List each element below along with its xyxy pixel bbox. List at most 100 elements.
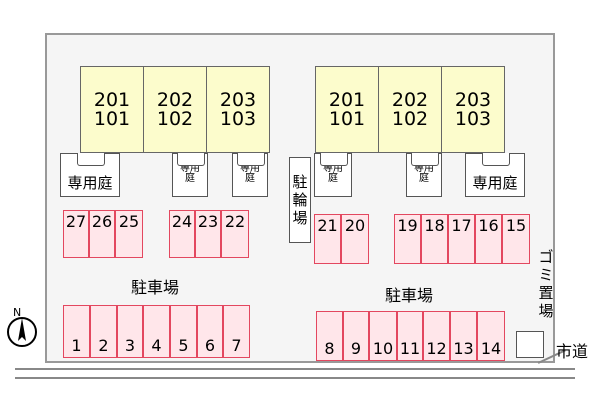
north-label: N bbox=[13, 306, 22, 319]
stall-number: 6 bbox=[204, 336, 216, 355]
private-garden: 専用庭 bbox=[465, 153, 525, 197]
parking-stall: 25 bbox=[115, 210, 143, 258]
private-garden: 専用 庭 bbox=[172, 153, 208, 197]
garden-label: 専用庭 bbox=[67, 174, 113, 192]
private-garden: 専用 庭 bbox=[232, 153, 268, 197]
garbage-area-label: ゴ ミ 置 場 bbox=[536, 248, 556, 320]
stall-number: 24 bbox=[171, 212, 193, 231]
garbage-area-char: ミ bbox=[538, 266, 554, 284]
entrance-notch bbox=[411, 153, 439, 166]
stall-number: 26 bbox=[91, 212, 113, 231]
garden-label: 専用 bbox=[180, 162, 200, 174]
stall-number: 14 bbox=[480, 339, 502, 358]
parking-stall: 18 bbox=[421, 214, 448, 264]
parking-stall: 1 bbox=[63, 305, 90, 358]
stall-number: 20 bbox=[344, 216, 366, 235]
parking-stall: 4 bbox=[143, 305, 170, 358]
parking-stall: 20 bbox=[341, 214, 369, 264]
parking-stall: 26 bbox=[89, 210, 115, 258]
entrance-notch bbox=[237, 153, 265, 166]
parking-stall: 2 bbox=[90, 305, 117, 358]
unit-number: 103 bbox=[454, 107, 492, 130]
road-edge bbox=[15, 368, 575, 370]
bicycle-parking: 駐 輪 場 bbox=[289, 157, 311, 243]
parking-stall: 17 bbox=[448, 214, 475, 264]
garden-label: 庭 bbox=[328, 172, 338, 184]
unit-block: 203 103 bbox=[441, 66, 505, 153]
stall-number: 21 bbox=[317, 216, 338, 235]
parking-stall: 19 bbox=[394, 214, 421, 264]
parking-stall: 21 bbox=[314, 214, 341, 264]
parking-stall: 5 bbox=[170, 305, 197, 358]
unit-number: 102 bbox=[391, 107, 429, 130]
stall-number: 23 bbox=[197, 212, 219, 231]
garbage-area-char: 場 bbox=[538, 302, 554, 320]
parking-stall: 27 bbox=[63, 210, 89, 258]
unit-number: 103 bbox=[219, 107, 257, 130]
parking-stall: 24 bbox=[169, 210, 195, 258]
stall-number: 16 bbox=[478, 216, 499, 235]
compass-icon bbox=[7, 317, 37, 347]
unit-number: 101 bbox=[328, 107, 366, 130]
stall-number: 19 bbox=[397, 216, 418, 235]
city-road-label: 市道 bbox=[556, 342, 589, 361]
parking-stall: 22 bbox=[221, 210, 249, 258]
parking-stall: 15 bbox=[502, 214, 530, 264]
private-garden: 専用 庭 bbox=[314, 153, 352, 197]
garbage-area-char: ゴ bbox=[538, 248, 554, 266]
entrance-notch bbox=[77, 153, 105, 166]
parking-stall: 23 bbox=[195, 210, 221, 258]
garden-label: 専用 bbox=[323, 162, 343, 174]
stall-number: 4 bbox=[151, 336, 162, 355]
stall-number: 12 bbox=[426, 339, 447, 358]
parking-stall: 9 bbox=[343, 311, 369, 361]
unit-block: 201 101 bbox=[80, 66, 144, 153]
stall-number: 3 bbox=[124, 336, 136, 355]
unit-number: 202 bbox=[156, 88, 194, 111]
stall-number: 27 bbox=[65, 212, 87, 231]
stall-number: 1 bbox=[71, 336, 82, 355]
unit-block: 202 102 bbox=[378, 66, 442, 153]
bicycle-parking-label: 駐 bbox=[292, 173, 308, 191]
stall-number: 22 bbox=[224, 212, 246, 231]
garden-label: 庭 bbox=[419, 172, 429, 184]
garden-label: 庭 bbox=[245, 172, 255, 184]
parking-stall: 3 bbox=[117, 305, 143, 358]
parking-stall: 16 bbox=[475, 214, 502, 264]
parking-stall: 10 bbox=[369, 311, 397, 361]
stall-number: 5 bbox=[178, 336, 189, 355]
parking-stall: 6 bbox=[197, 305, 223, 358]
unit-block: 203 103 bbox=[206, 66, 270, 153]
parking-stall: 8 bbox=[316, 311, 343, 361]
unit-block: 202 102 bbox=[143, 66, 207, 153]
road-edge bbox=[15, 377, 575, 379]
stall-number: 10 bbox=[372, 339, 394, 358]
unit-number: 101 bbox=[93, 107, 131, 130]
unit-number: 202 bbox=[391, 88, 429, 111]
unit-number: 203 bbox=[219, 88, 257, 111]
unit-number: 102 bbox=[156, 107, 194, 130]
parking-area-label: 駐車場 bbox=[131, 278, 180, 297]
stall-number: 9 bbox=[350, 339, 362, 358]
stall-number: 7 bbox=[231, 336, 242, 355]
garden-label: 庭 bbox=[185, 172, 195, 184]
parking-stall: 12 bbox=[423, 311, 450, 361]
garden-label: 専用 bbox=[240, 162, 260, 174]
entrance-notch bbox=[177, 153, 205, 166]
private-garden: 専用庭 bbox=[60, 153, 120, 197]
parking-stall: 13 bbox=[450, 311, 477, 361]
stall-number: 8 bbox=[324, 339, 335, 358]
garden-label: 専用庭 bbox=[472, 174, 518, 192]
garbage-station bbox=[516, 331, 544, 358]
private-garden: 専用 庭 bbox=[406, 153, 442, 197]
garbage-area-char: 置 bbox=[538, 284, 554, 302]
bicycle-parking-label: 場 bbox=[292, 209, 308, 227]
parking-stall: 14 bbox=[477, 311, 505, 361]
stall-number: 15 bbox=[505, 216, 527, 235]
entrance-notch bbox=[482, 153, 510, 166]
bicycle-parking-label: 輪 bbox=[292, 191, 308, 209]
parking-stall: 11 bbox=[397, 311, 423, 361]
unit-number: 201 bbox=[93, 88, 131, 111]
unit-number: 201 bbox=[328, 88, 366, 111]
parking-stall: 7 bbox=[223, 305, 250, 358]
